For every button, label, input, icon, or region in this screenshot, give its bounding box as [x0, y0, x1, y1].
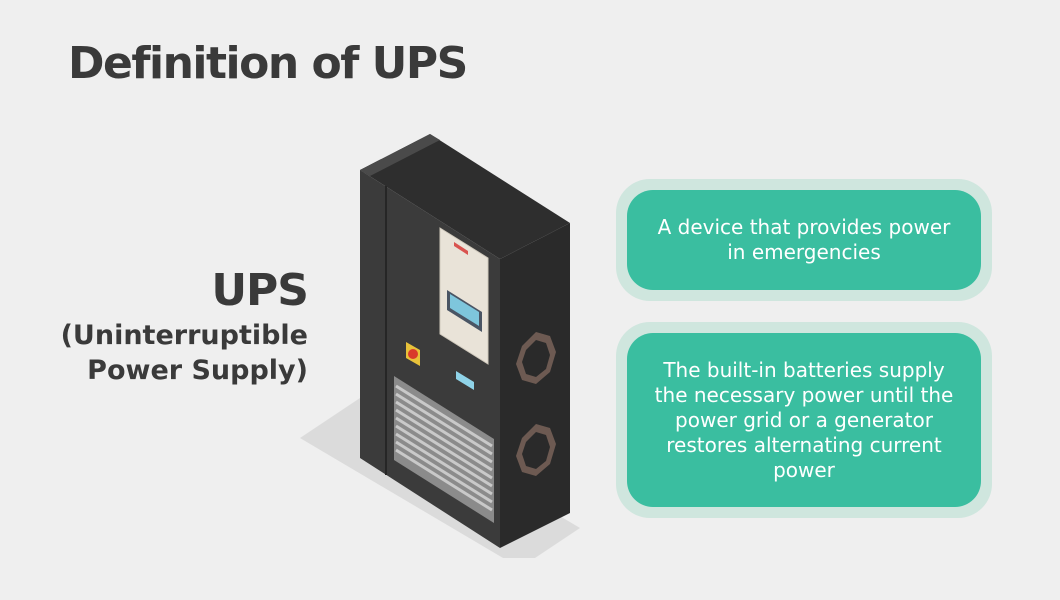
status-light [456, 371, 474, 390]
definition-card-1: A device that provides power in emergenc… [616, 179, 992, 301]
emergency-stop-icon [406, 342, 420, 366]
term-title: UPS [211, 265, 309, 316]
vent-grille [394, 376, 494, 523]
definition-card-1-text: A device that provides power in emergenc… [627, 190, 981, 290]
definition-card-2-text: The built-in batteries supply the necess… [627, 333, 981, 507]
term-block: UPS (Uninterruptible Power Supply) [8, 265, 309, 388]
vent-port-icon [516, 332, 556, 384]
ups-cabinet-illustration [300, 134, 580, 558]
term-expansion-line2: Power Supply) [87, 355, 308, 387]
term-expansion-line1: (Uninterruptible [60, 320, 308, 352]
cabinet-side [500, 223, 570, 548]
page-title: Definition of UPS [68, 38, 468, 89]
cabinet-top [360, 134, 570, 259]
control-panel [439, 227, 489, 365]
panel-indicator [454, 242, 468, 255]
panel-display-screen [450, 294, 479, 326]
vent-port-icon [516, 424, 556, 476]
definition-card-2: The built-in batteries supply the necess… [616, 322, 992, 518]
cabinet-top-edge [360, 134, 440, 176]
